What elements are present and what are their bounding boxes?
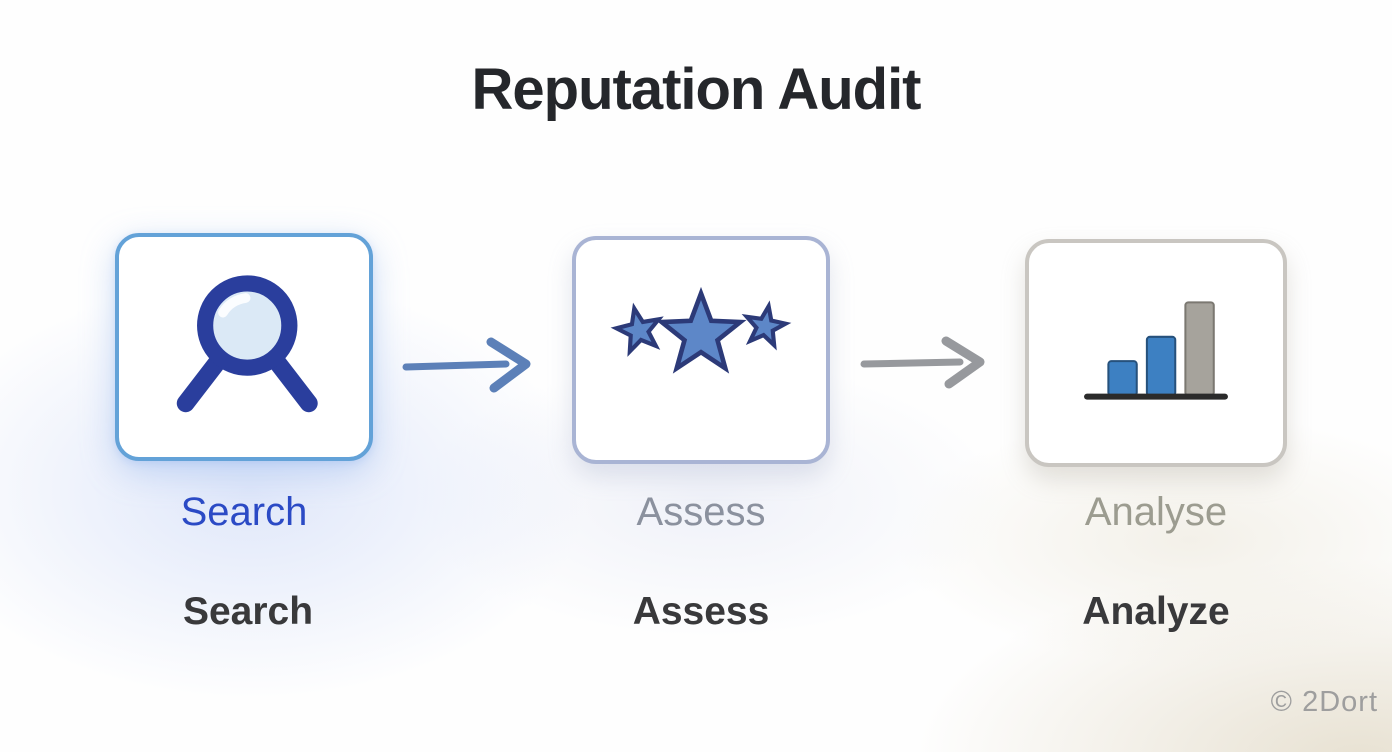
bar-chart-icon [1080, 292, 1232, 414]
step-caption-analyse: Analyse [1084, 490, 1228, 534]
step-card-assess[interactable] [572, 236, 830, 464]
magnifier-icon [158, 264, 330, 431]
step-label-analyse: Analyze [1082, 590, 1230, 633]
step-caption-search: Search [180, 490, 308, 534]
step-caption-assess: Assess [636, 490, 766, 534]
step-label-search: Search [182, 590, 314, 633]
step-card-analyse[interactable] [1025, 239, 1287, 467]
three-stars-icon [608, 281, 794, 405]
flow-arrow-2 [856, 330, 996, 392]
arrow-right-icon [856, 336, 996, 396]
watermark: © 2Dort [1270, 686, 1378, 718]
flow-arrow-1 [400, 333, 540, 395]
arrow-right-icon [400, 337, 540, 399]
page-title: Reputation Audit [471, 57, 922, 122]
step-label-assess: Assess [632, 590, 770, 633]
step-card-search[interactable] [115, 233, 373, 461]
